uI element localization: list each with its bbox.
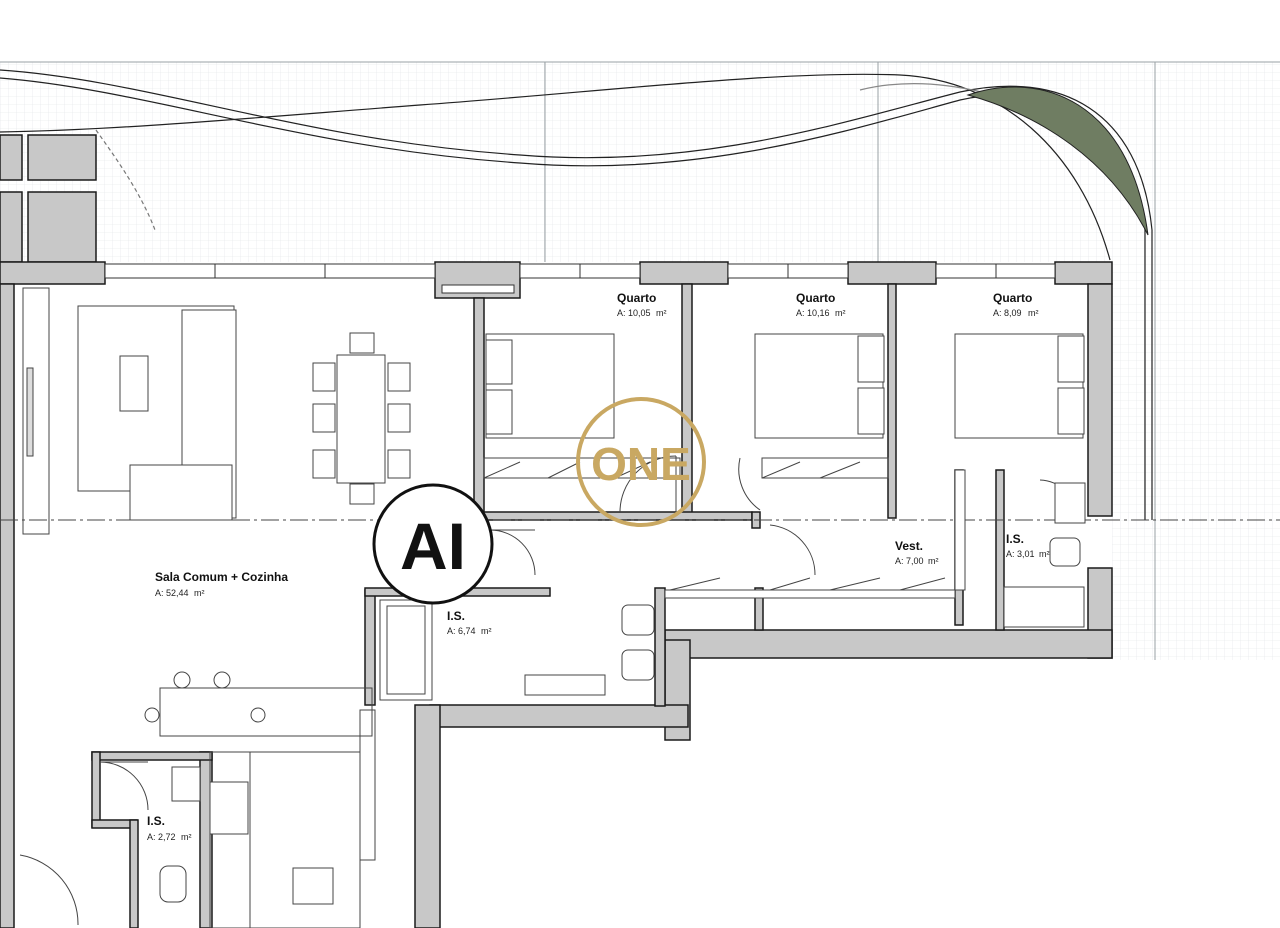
svg-text:Quarto: Quarto (617, 291, 656, 305)
svg-text:A: 10,05: A: 10,05 (617, 308, 651, 318)
svg-text:ONE: ONE (591, 438, 691, 490)
energy-stamp: AI (372, 483, 494, 605)
room-label-is-1: I.S. A: 3,01 m² (1006, 532, 1050, 559)
living-furniture (22, 287, 411, 535)
svg-text:I.S.: I.S. (147, 814, 165, 828)
walls (0, 261, 1113, 928)
svg-text:A: 2,72: A: 2,72 (147, 832, 176, 842)
bedroom-furniture (483, 333, 1085, 479)
svg-text:m²: m² (194, 588, 205, 598)
hall-closets (664, 469, 966, 599)
svg-text:A: 10,16: A: 10,16 (796, 308, 830, 318)
room-label-is-2: I.S. A: 6,74 m² (447, 609, 492, 636)
kitchen (144, 671, 376, 928)
svg-text:Vest.: Vest. (895, 539, 923, 553)
svg-text:A: 8,09: A: 8,09 (993, 308, 1022, 318)
watermark-logo: ONE (576, 397, 706, 527)
svg-text:Quarto: Quarto (796, 291, 835, 305)
svg-text:m²: m² (1039, 549, 1050, 559)
room-labels: Quarto A: 10,05 m² Quarto A: 10,16 m² Qu… (147, 291, 1050, 842)
svg-text:Quarto: Quarto (993, 291, 1032, 305)
room-label-quarto-3: Quarto A: 8,09 m² (993, 291, 1039, 318)
svg-text:I.S.: I.S. (1006, 532, 1024, 546)
room-label-is-3: I.S. A: 2,72 m² (147, 814, 192, 842)
svg-text:I.S.: I.S. (447, 609, 465, 623)
bathroom-fixtures (159, 482, 1086, 905)
svg-text:m²: m² (656, 308, 667, 318)
svg-text:A: 52,44: A: 52,44 (155, 588, 189, 598)
svg-text:Sala Comum + Cozinha: Sala Comum + Cozinha (155, 570, 288, 584)
door-swings (19, 455, 1079, 926)
svg-text:A: 3,01: A: 3,01 (1006, 549, 1035, 559)
windows (104, 263, 1056, 294)
planter (966, 86, 1149, 236)
room-label-sala: Sala Comum + Cozinha A: 52,44 m² (155, 570, 288, 598)
svg-text:m²: m² (1028, 308, 1039, 318)
svg-text:m²: m² (181, 832, 192, 842)
svg-text:m²: m² (481, 626, 492, 636)
svg-text:m²: m² (928, 556, 939, 566)
room-label-quarto-1: Quarto A: 10,05 m² (617, 291, 667, 318)
svg-text:A: 6,74: A: 6,74 (447, 626, 476, 636)
svg-text:m²: m² (835, 308, 846, 318)
room-label-quarto-2: Quarto A: 10,16 m² (796, 291, 846, 318)
room-label-vest: Vest. A: 7,00 m² (895, 539, 939, 566)
svg-text:AI: AI (400, 509, 466, 583)
left-structure (0, 134, 97, 263)
svg-text:A: 7,00: A: 7,00 (895, 556, 924, 566)
